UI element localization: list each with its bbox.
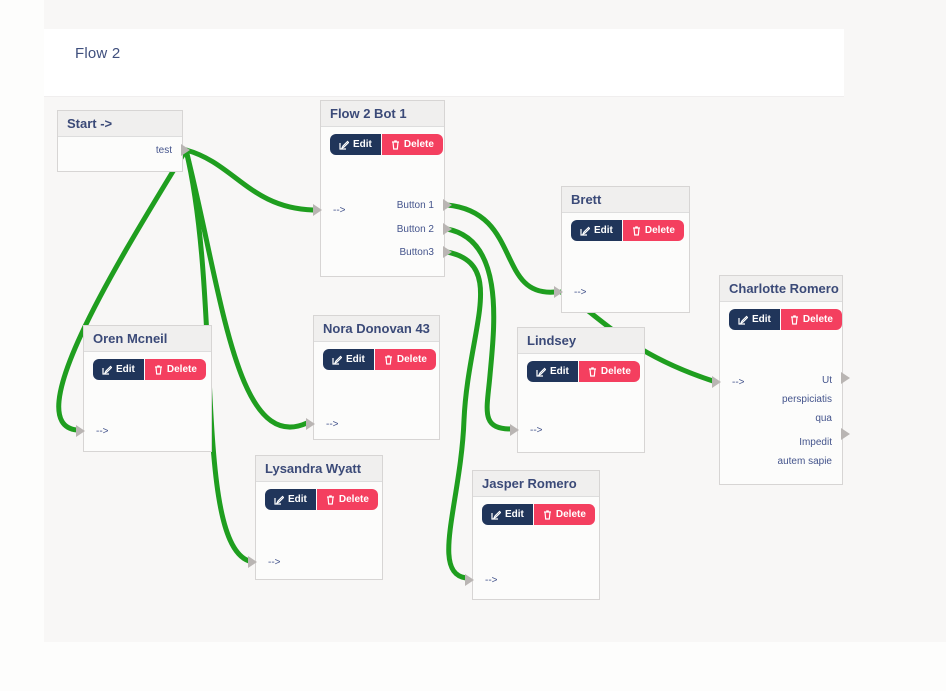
- trash-icon: [632, 225, 641, 236]
- node-brett[interactable]: Brett Edit Delete -->: [554, 186, 690, 313]
- port-ut-perspiciatis-endpoint-icon[interactable]: [841, 372, 850, 384]
- port-input[interactable]: -->: [326, 419, 339, 430]
- edit-button-label: Edit: [116, 364, 135, 375]
- port-input-endpoint-icon[interactable]: [306, 418, 315, 430]
- port-test-endpoint-icon[interactable]: [181, 144, 190, 156]
- edit-icon: [274, 495, 284, 505]
- node-lindsey-title[interactable]: Lindsey: [518, 328, 644, 354]
- port-input[interactable]: -->: [96, 426, 109, 437]
- node-jasper-romero-title[interactable]: Jasper Romero: [473, 471, 599, 497]
- port-input[interactable]: -->: [574, 287, 587, 298]
- delete-button[interactable]: Delete: [381, 134, 443, 155]
- port-test[interactable]: test: [155, 145, 172, 156]
- delete-button[interactable]: Delete: [780, 309, 842, 330]
- edit-button-label: Edit: [346, 354, 365, 365]
- delete-button-label: Delete: [403, 139, 434, 150]
- port-impedit-autem-endpoint-icon[interactable]: [841, 428, 850, 440]
- node-oren-mcneil-title[interactable]: Oren Mcneil: [84, 326, 211, 352]
- page-title: Flow 2: [75, 45, 121, 62]
- port-button-2[interactable]: Button 2: [396, 224, 434, 235]
- trash-icon: [326, 494, 335, 505]
- trash-icon: [384, 354, 393, 365]
- port-input-endpoint-icon[interactable]: [76, 425, 85, 437]
- edit-button-label: Edit: [752, 314, 771, 325]
- edit-button-label: Edit: [594, 225, 613, 236]
- delete-button[interactable]: Delete: [316, 489, 378, 510]
- delete-button-label: Delete: [555, 509, 586, 520]
- trash-icon: [154, 364, 163, 375]
- node-brett-title[interactable]: Brett: [562, 187, 689, 213]
- trash-icon: [391, 139, 400, 150]
- edit-button[interactable]: Edit: [482, 504, 533, 525]
- node-start[interactable]: Start -> test: [57, 110, 190, 172]
- delete-button[interactable]: Delete: [533, 504, 595, 525]
- edit-icon: [491, 510, 501, 520]
- port-input-endpoint-icon[interactable]: [313, 204, 322, 216]
- trash-icon: [588, 366, 597, 377]
- edit-icon: [536, 367, 546, 377]
- port-input-endpoint-icon[interactable]: [248, 556, 257, 568]
- trash-icon: [543, 509, 552, 520]
- node-nora-donovan-43-title[interactable]: Nora Donovan 43: [314, 316, 439, 342]
- delete-button[interactable]: Delete: [578, 361, 640, 382]
- node-flow-2-bot-1[interactable]: Flow 2 Bot 1 Edit Delete --> Button 1 Bu…: [313, 100, 452, 277]
- port-input[interactable]: -->: [732, 377, 745, 388]
- node-charlotte-romero[interactable]: Charlotte Romero Edit Delete --> Ut pers…: [712, 275, 850, 485]
- flow-header-bar: Flow 2: [44, 29, 844, 97]
- edit-button[interactable]: Edit: [323, 349, 374, 370]
- port-impedit-autem[interactable]: Impedit autem sapie: [777, 437, 832, 467]
- port-button-3[interactable]: Button3: [399, 247, 434, 258]
- node-start-title[interactable]: Start ->: [58, 111, 182, 137]
- edit-button-label: Edit: [288, 494, 307, 505]
- node-charlotte-romero-title[interactable]: Charlotte Romero: [720, 276, 842, 302]
- edit-icon: [738, 315, 748, 325]
- delete-button-label: Delete: [396, 354, 427, 365]
- port-input[interactable]: -->: [530, 425, 543, 436]
- trash-icon: [790, 314, 799, 325]
- edit-button[interactable]: Edit: [729, 309, 780, 330]
- port-input-endpoint-icon[interactable]: [712, 376, 721, 388]
- edit-icon: [332, 355, 342, 365]
- edit-button[interactable]: Edit: [93, 359, 144, 380]
- node-oren-mcneil[interactable]: Oren Mcneil Edit Delete -->: [76, 325, 212, 452]
- port-input[interactable]: -->: [333, 205, 346, 216]
- edit-button[interactable]: Edit: [330, 134, 381, 155]
- edit-button-label: Edit: [505, 509, 524, 520]
- port-ut-perspiciatis[interactable]: Ut perspiciatis qua: [781, 375, 832, 424]
- delete-button-label: Delete: [166, 364, 197, 375]
- node-lysandra-wyatt-title[interactable]: Lysandra Wyatt: [256, 456, 382, 482]
- edit-button-label: Edit: [550, 366, 569, 377]
- edit-icon: [580, 226, 590, 236]
- delete-button-label: Delete: [802, 314, 833, 325]
- delete-button-label: Delete: [338, 494, 369, 505]
- port-input-endpoint-icon[interactable]: [465, 574, 474, 586]
- delete-button-label: Delete: [644, 225, 675, 236]
- node-nora-donovan-43[interactable]: Nora Donovan 43 Edit Delete -->: [306, 315, 440, 440]
- port-input[interactable]: -->: [268, 557, 281, 568]
- port-input[interactable]: -->: [485, 575, 498, 586]
- delete-button-label: Delete: [600, 366, 631, 377]
- port-button-1[interactable]: Button 1: [396, 200, 434, 211]
- port-button-1-endpoint-icon[interactable]: [443, 199, 452, 211]
- node-jasper-romero[interactable]: Jasper Romero Edit Delete -->: [465, 470, 600, 600]
- edit-button-label: Edit: [353, 139, 372, 150]
- node-flow-2-bot-1-title[interactable]: Flow 2 Bot 1: [321, 101, 444, 127]
- delete-button[interactable]: Delete: [144, 359, 206, 380]
- edit-button[interactable]: Edit: [571, 220, 622, 241]
- edit-icon: [339, 140, 349, 150]
- edit-button[interactable]: Edit: [527, 361, 578, 382]
- node-lindsey[interactable]: Lindsey Edit Delete -->: [510, 327, 645, 453]
- port-button-3-endpoint-icon[interactable]: [443, 246, 452, 258]
- edit-icon: [102, 365, 112, 375]
- port-button-2-endpoint-icon[interactable]: [443, 223, 452, 235]
- node-lysandra-wyatt[interactable]: Lysandra Wyatt Edit Delete -->: [248, 455, 383, 580]
- delete-button[interactable]: Delete: [622, 220, 684, 241]
- port-input-endpoint-icon[interactable]: [510, 424, 519, 436]
- edit-button[interactable]: Edit: [265, 489, 316, 510]
- port-input-endpoint-icon[interactable]: [554, 286, 563, 298]
- delete-button[interactable]: Delete: [374, 349, 436, 370]
